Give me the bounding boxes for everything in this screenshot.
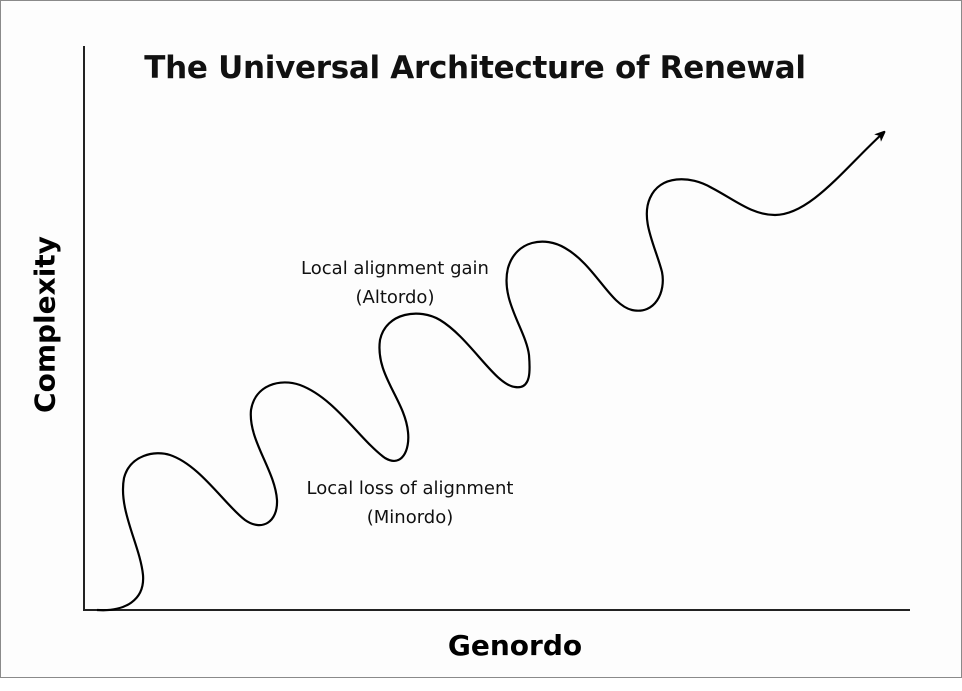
annotation-alignment-loss: Local loss of alignment (Minordo): [280, 474, 540, 532]
annotation-gain-line1: Local alignment gain: [301, 258, 489, 279]
annotation-gain-line2: (Altordo): [355, 287, 435, 308]
annotation-alignment-gain: Local alignment gain (Altordo): [270, 254, 520, 312]
x-axis-label: Genordo: [447, 629, 583, 662]
annotation-loss-line1: Local loss of alignment: [306, 478, 514, 499]
diagram-title: The Universal Architecture of Renewal: [144, 50, 806, 86]
annotation-loss-line2: (Minordo): [366, 507, 454, 528]
y-axis-label: Complexity: [28, 236, 62, 413]
renewal-curve: [96, 134, 882, 612]
